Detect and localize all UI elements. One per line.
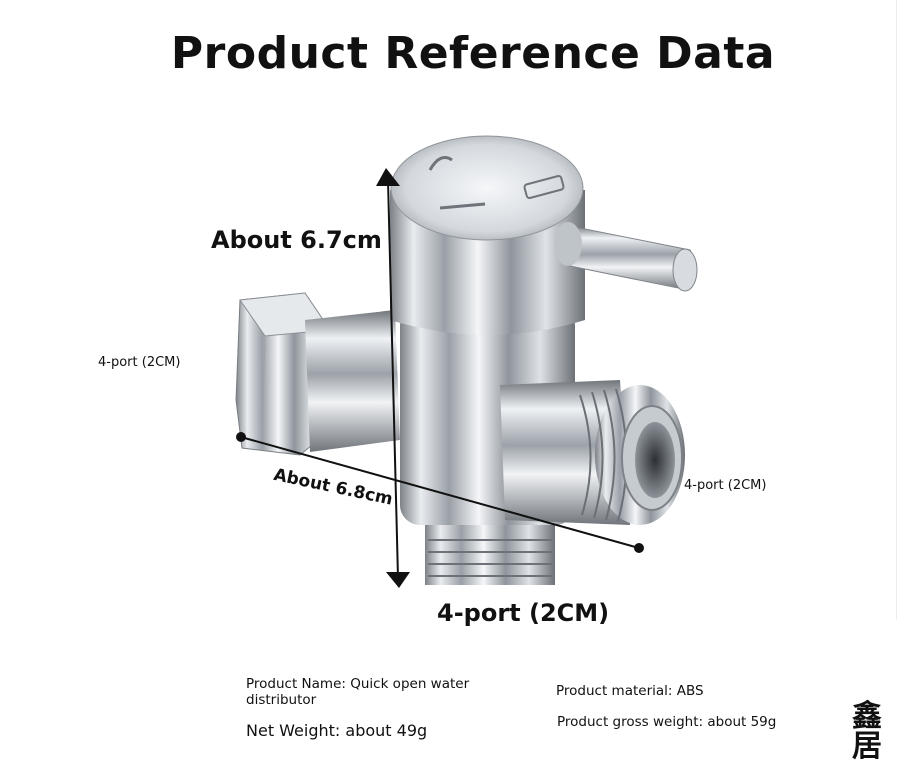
page-title: Product Reference Data: [170, 28, 776, 79]
arrow-up-icon: [376, 168, 400, 186]
net-weight-spec: Net Weight: about 49g: [246, 721, 428, 740]
height-dimension-label: About 6.7cm: [211, 226, 382, 254]
endpoint-dot-icon: [236, 432, 246, 442]
material-spec: Product material: ABS: [556, 683, 704, 699]
right-threaded-outlet: [500, 380, 685, 525]
valve-body: [390, 135, 585, 585]
handle-lever: [554, 222, 698, 292]
arrow-down-icon: [386, 572, 410, 588]
product-name-spec: Product Name: Quick open water distribut…: [246, 676, 470, 708]
brand-seal-logo: 鑫居: [852, 702, 896, 764]
height-dimension-line: [376, 168, 410, 588]
bottom-port-label: 4-port (2CM): [437, 599, 610, 627]
right-port-label: 4-port (2CM): [684, 478, 767, 493]
endpoint-dot-icon: [634, 543, 644, 553]
left-hex-nut: [235, 292, 400, 456]
width-dimension-line: [236, 432, 644, 553]
left-port-label: 4-port (2CM): [98, 355, 181, 370]
page-edge-divider: [896, 0, 897, 620]
gross-weight-spec: Product gross weight: about 59g: [557, 714, 777, 730]
brand-seal-text: 鑫居: [852, 699, 882, 764]
